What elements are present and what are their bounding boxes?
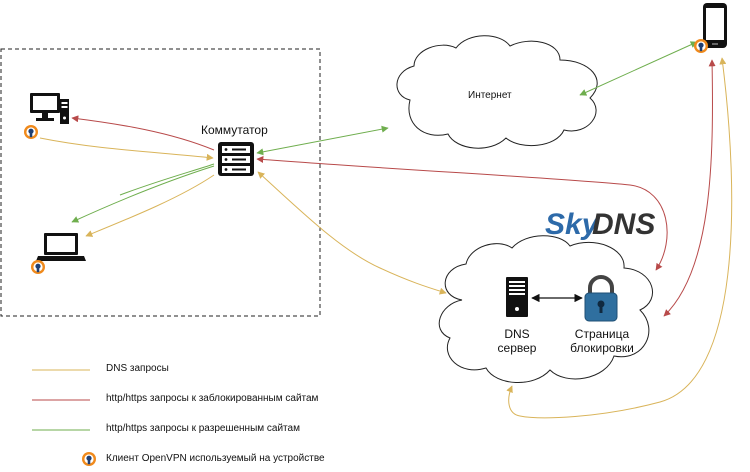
link-phone-dns-yellow	[506, 57, 733, 419]
switch-label: Коммутатор	[201, 123, 268, 137]
lock-icon	[584, 275, 618, 322]
legend-dns-label: DNS запросы	[106, 363, 169, 374]
openvpn-laptop-icon	[31, 260, 45, 274]
skydns-logo: Sky DNS	[545, 208, 655, 241]
desktop-computer-icon	[30, 93, 69, 124]
skydns-cloud	[438, 235, 654, 383]
link-desktop-switch-yellow	[39, 137, 214, 161]
smartphone-icon	[703, 3, 727, 48]
link-phone-blockpage-red	[663, 59, 716, 317]
block-page-label-line1: Страница	[574, 327, 630, 341]
dns-server-icon	[506, 277, 528, 317]
legend-openvpn-label: Клиент OpenVPN используемый на устройств…	[106, 453, 325, 464]
legend-blocked-label: http/https запросы к заблокированным сай…	[106, 393, 319, 404]
block-page-label: Страница блокировки	[566, 327, 638, 355]
link-internet-phone	[579, 41, 698, 96]
laptop-icon	[36, 233, 86, 261]
legend-allowed-label: http/https запросы к разрешенным сайтам	[106, 423, 300, 434]
link-laptop-switch-green-2	[119, 163, 215, 196]
openvpn-desktop-icon	[24, 125, 38, 139]
legend-openvpn-icon	[82, 452, 96, 466]
link-laptop-switch-green-1	[71, 165, 215, 223]
openvpn-phone-icon	[694, 39, 708, 53]
block-page-label-line2: блокировки	[570, 341, 634, 355]
internet-label: Интернет	[468, 90, 512, 101]
link-switch-dns-yellow	[257, 171, 447, 295]
dns-server-label-line1: DNS	[504, 327, 530, 341]
logo-dns: DNS	[592, 208, 655, 241]
link-laptop-switch-yellow	[85, 174, 215, 237]
dns-server-label-line2: сервер	[497, 341, 537, 355]
switch-icon	[218, 142, 254, 176]
link-desktop-switch-red	[71, 115, 215, 151]
lan-boundary	[0, 48, 321, 317]
link-switch-internet	[256, 125, 389, 156]
dns-server-label: DNS сервер	[488, 327, 546, 355]
